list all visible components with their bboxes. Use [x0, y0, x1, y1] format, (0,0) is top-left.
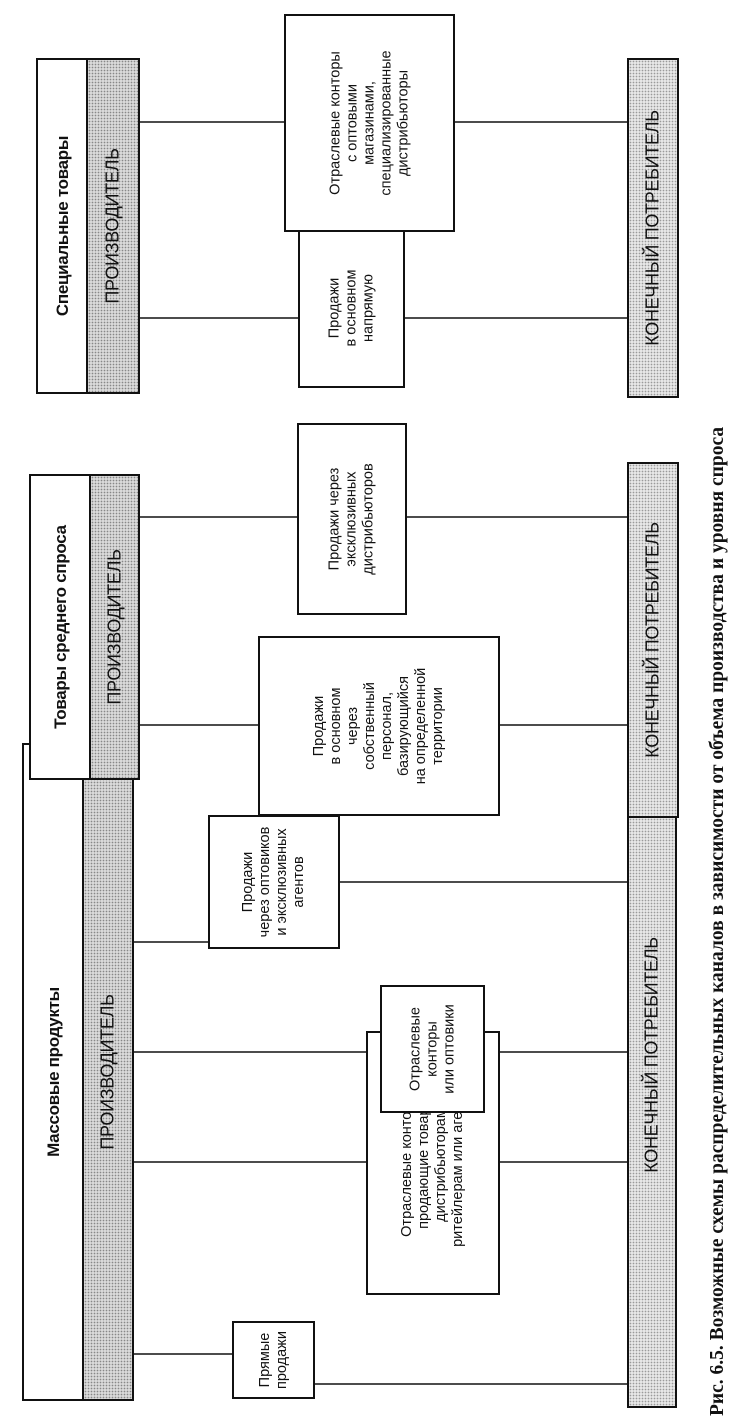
producer-box: ПРОИЗВОДИТЕЛЬ	[86, 58, 140, 394]
channel-label: Прямые продажи	[256, 1331, 290, 1389]
consumer-box: КОНЕЧНЫЙ ПОТРЕБИТЕЛЬ	[627, 462, 679, 818]
producer-label: ПРОИЗВОДИТЕЛЬ	[102, 148, 123, 304]
channel-label: Продажи в основном через собственный пер…	[311, 667, 446, 785]
channel-wholesalers-exclusive-agents: Продажи через оптовиков и эксклюзивных а…	[208, 815, 340, 949]
consumer-box: КОНЕЧНЫЙ ПОТРЕБИТЕЛЬ	[627, 58, 679, 398]
channel-direct-sales: Прямые продажи	[232, 1321, 315, 1399]
channel-label: Продажи в основном напрямую	[326, 269, 376, 347]
channel-label: Продажи через эксклюзивных дистрибьюторо…	[326, 463, 377, 575]
group-title-special-goods: Специальные товары	[36, 58, 88, 394]
producer-box: ПРОИЗВОДИТЕЛЬ	[82, 743, 134, 1401]
producer-label: ПРОИЗВОДИТЕЛЬ	[97, 994, 118, 1150]
producer-label: ПРОИЗВОДИТЕЛЬ	[104, 549, 124, 705]
group-title-label: Товары среднего спроса	[51, 525, 70, 729]
group-title-mass-products: Массовые продукты	[22, 743, 84, 1401]
channel-label: Отраслевые конторы или оптовики	[407, 1004, 457, 1094]
group-title-label: Массовые продукты	[44, 987, 63, 1157]
consumer-label: КОНЕЧНЫЙ ПОТРЕБИТЕЛЬ	[642, 522, 663, 758]
channel-exclusive-distributors: Продажи через эксклюзивных дистрибьюторо…	[297, 423, 407, 615]
group-title-label: Специальные товары	[53, 135, 72, 317]
figure-caption: Рис. 6.5. Возможные схемы распределитель…	[707, 426, 728, 1416]
channel-label: Отраслевые конторы с оптовыми магазинами…	[327, 50, 411, 196]
channel-direct-mainly: Продажи в основном напрямую	[298, 228, 405, 388]
channel-industry-offices-wholesalers: Отраслевые конторы или оптовики	[380, 985, 485, 1113]
producer-box: ПРОИЗВОДИТЕЛЬ	[89, 474, 140, 780]
consumer-label: КОНЕЧНЫЙ ПОТРЕБИТЕЛЬ	[642, 110, 663, 346]
consumer-label: КОНЕЧНЫЙ ПОТРЕБИТЕЛЬ	[641, 937, 662, 1173]
group-title-medium-demand: Товары среднего спроса	[29, 474, 91, 780]
channel-own-staff-territory: Продажи в основном через собственный пер…	[258, 636, 500, 816]
channel-offices-specialized-distributors: Отраслевые конторы с оптовыми магазинами…	[284, 14, 455, 232]
channel-label: Продажи через оптовиков и эксклюзивных а…	[240, 826, 307, 938]
consumer-box: КОНЕЧНЫЙ ПОТРЕБИТЕЛЬ	[627, 702, 677, 1408]
